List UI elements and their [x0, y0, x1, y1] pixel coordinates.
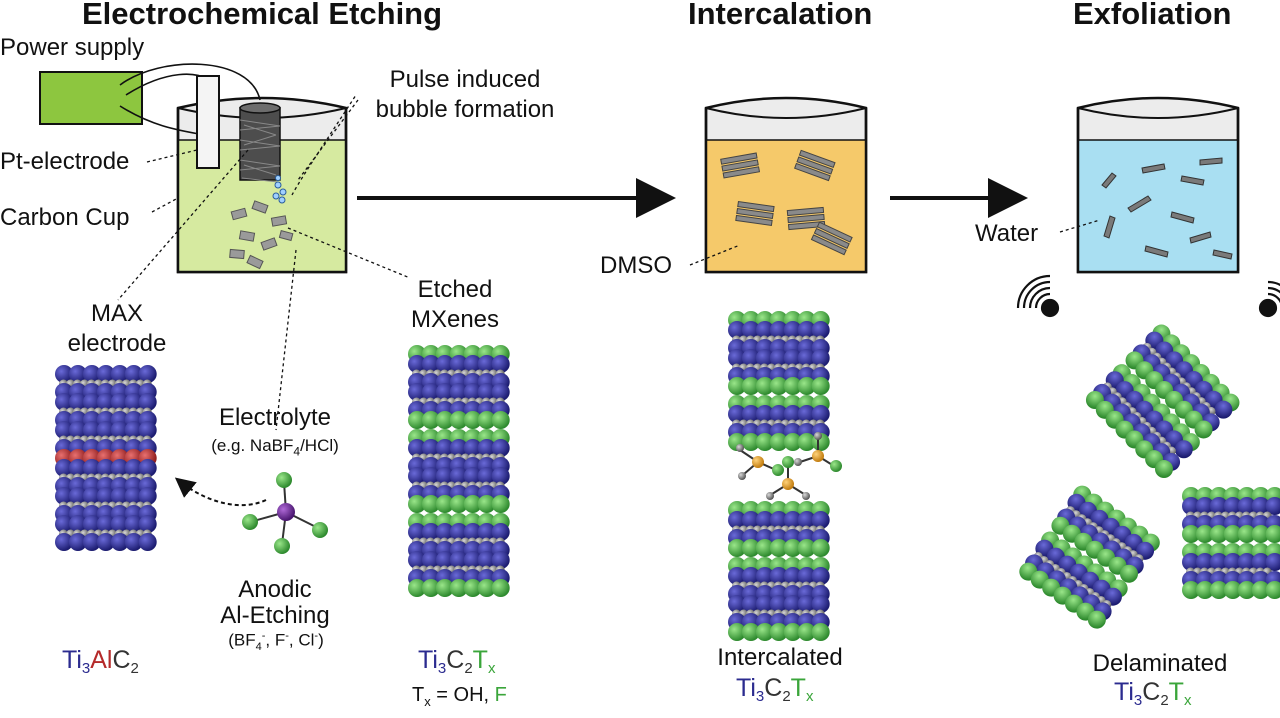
label-pulse-line1: Pulse induced	[389, 66, 541, 93]
ultrasound-right-icon	[1258, 280, 1280, 318]
delaminated-flake-right	[1182, 487, 1280, 599]
label-power-supply: Power supply	[0, 34, 145, 61]
label-electrolyte: Electrolyte	[218, 404, 332, 431]
atomic-structures	[55, 311, 1280, 641]
label-electrolyte-example: (e.g. NaBF4/HCl)	[211, 436, 339, 459]
dmso-pointer	[689, 244, 741, 266]
electrolyte-arrow	[174, 477, 267, 507]
label-dmso: DMSO	[600, 252, 672, 279]
intercalated-stack-top	[728, 311, 830, 451]
ultrasound-left-icon	[1016, 274, 1060, 318]
bf4-molecule	[242, 472, 328, 554]
max-electrode-rod	[239, 102, 287, 204]
label-intercalated: Intercalated	[717, 644, 843, 671]
bubbles	[272, 175, 287, 204]
pointer-lines-etching	[117, 94, 411, 431]
intercalated-stacks	[720, 149, 853, 256]
water-pointer	[1059, 219, 1101, 233]
heading-intercalation: Intercalation	[688, 0, 873, 31]
delaminated-flake-top	[1085, 324, 1240, 479]
pt-electrode	[196, 75, 220, 169]
formula-ti3alc2: Ti3AlC2	[62, 646, 139, 677]
label-anodic-line2: Al-Etching	[220, 602, 330, 629]
formula-ti3c2tx: Ti3C2Tx	[418, 646, 496, 677]
formula-intercalated-ti3c2tx: Ti3C2Tx	[736, 674, 814, 705]
label-delaminated: Delaminated	[1092, 650, 1228, 677]
etched-mxene-structure	[408, 345, 510, 597]
label-carbon-cup: Carbon Cup	[0, 204, 130, 231]
max-phase-structure	[55, 365, 157, 551]
label-etched-line1: Etched	[417, 276, 493, 303]
formula-delaminated-ti3c2tx: Ti3C2Tx	[1114, 678, 1192, 709]
etched-flakes	[229, 200, 294, 270]
label-pt-electrode: Pt-electrode	[0, 148, 130, 175]
label-water: Water	[975, 220, 1039, 247]
label-anodic-line1: Anodic	[238, 576, 312, 603]
formula-tx-definition: Tx = OH, F	[412, 684, 507, 709]
dmso-molecules	[736, 432, 842, 500]
label-max-line1: MAX	[90, 300, 143, 327]
delaminated-flake-left	[1019, 485, 1160, 629]
delaminated-flakes	[1101, 157, 1233, 260]
label-anodic-ions: (BF4-, F-, Cl-)	[228, 630, 324, 654]
heading-exfoliation: Exfoliation	[1073, 0, 1232, 31]
intercalated-stack-bottom	[728, 501, 830, 641]
label-pulse-line2: bubble formation	[375, 96, 555, 123]
heading-electrochemical-etching: Electrochemical Etching	[82, 0, 443, 31]
label-max-line2: electrode	[67, 330, 167, 357]
label-etched-line2: MXenes	[410, 306, 500, 333]
